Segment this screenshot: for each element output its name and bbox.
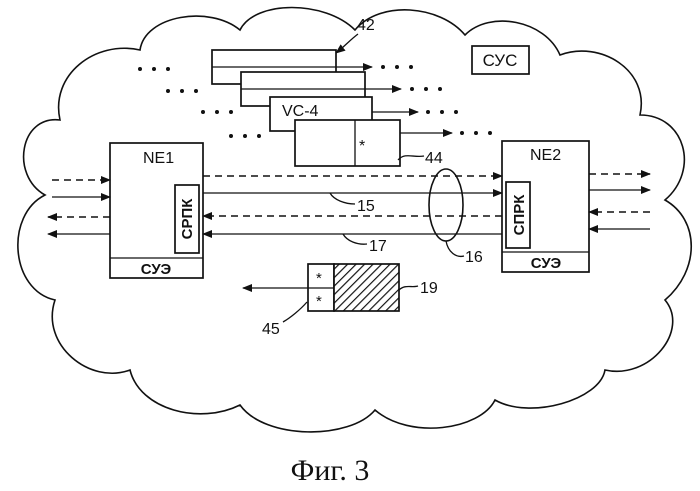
ne2-title: NE2	[530, 147, 561, 164]
figure-caption: Фиг. 3	[291, 454, 370, 487]
network-management-box: СУС	[471, 45, 530, 75]
ref-45-leader	[282, 301, 308, 323]
ref-17-leader	[342, 233, 368, 245]
ne1-inner-box	[174, 184, 200, 254]
network-cloud	[17, 6, 693, 433]
header-star-2: *	[316, 293, 322, 310]
ne1-bottom-label: СУЭ	[141, 261, 172, 278]
overhead-frame: * *	[242, 263, 400, 312]
ne1-title: NE1	[143, 150, 174, 167]
ref-16: 16	[465, 249, 483, 266]
hatched-payload	[333, 263, 400, 312]
ref-44: 44	[425, 150, 443, 167]
header-star-1: *	[316, 270, 322, 287]
ne2-inner-box	[505, 181, 531, 249]
ref-42: 42	[357, 17, 375, 34]
ref-19: 19	[420, 280, 438, 297]
ne2-vertical-label: СПРК	[511, 194, 528, 236]
vc4-label: VC-4	[282, 103, 319, 120]
ref-44-leader	[397, 155, 425, 161]
ref-15-leader	[329, 192, 356, 205]
ne1-vertical-label: СРПК	[179, 198, 196, 240]
ref-45: 45	[262, 321, 280, 338]
ref-16-leader	[445, 240, 465, 258]
ref-17: 17	[369, 238, 387, 255]
link-group-ellipse	[428, 168, 464, 242]
ref-42-pointer	[335, 33, 359, 54]
frame-star: *	[359, 138, 365, 155]
dotted-trails	[138, 65, 492, 138]
ne2-element: NE2 СПРК СУЭ	[501, 140, 590, 273]
frame-4	[294, 119, 401, 167]
network-management-label: СУС	[483, 51, 518, 70]
ne2-bottom-label: СУЭ	[531, 255, 562, 272]
ref-19-leader	[398, 285, 419, 291]
ref-15: 15	[357, 198, 375, 215]
ne1-element: NE1 СРПК СУЭ	[109, 142, 204, 279]
